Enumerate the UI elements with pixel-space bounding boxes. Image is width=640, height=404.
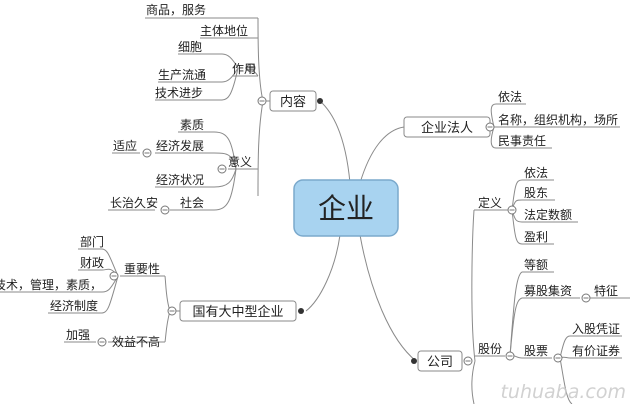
label-def-0: 依法 [524, 165, 548, 180]
label-meaning-1: 经济发展 [156, 138, 204, 153]
label-long-peace: 长治久安 [110, 195, 158, 210]
label-def-3: 盈利 [524, 230, 548, 244]
label-importance: 重要性 [124, 262, 160, 276]
link-center-company [359, 234, 417, 362]
collapse-dot-soe[interactable] [298, 308, 304, 314]
collapse-toggles[interactable] [97, 63, 591, 366]
node-soe-label: 国有大中型企业 [192, 304, 283, 320]
label-legal-0: 依法 [498, 89, 522, 104]
label-role: 作用 [232, 62, 256, 76]
label-main-status: 主体地位 [200, 23, 248, 38]
toggle-definition [507, 205, 517, 215]
label-raise: 募股集资 [524, 283, 572, 298]
label-importance-0: 部门 [80, 234, 104, 249]
toggle-econ-dev [142, 148, 152, 158]
soe-labels: 重要性 部门 财政 技术，管理，素质， 经济制度 效益不高 加强 [0, 234, 160, 349]
toggle-society [160, 205, 170, 215]
label-def-2: 法定数额 [524, 207, 572, 222]
label-meaning-3: 社会 [180, 195, 204, 210]
node-company-label: 公司 [427, 355, 453, 370]
label-importance-1: 财政 [80, 256, 104, 270]
label-meaning-0: 素质 [180, 118, 204, 132]
label-stock: 股票 [524, 344, 548, 358]
collapse-dot-company[interactable] [411, 358, 417, 364]
link-center-content [319, 100, 351, 184]
center-node[interactable]: 企业 [293, 179, 399, 237]
content-labels: 商品，服务 主体地位 作用 细胞 生产流通 技术进步 意义 素质 经济发展 经济… [110, 2, 256, 210]
label-def-1: 股东 [524, 186, 548, 200]
label-legal-2: 民事责任 [498, 134, 546, 148]
label-goods-services: 商品，服务 [146, 2, 206, 17]
label-stock-0: 入股凭证 [572, 321, 620, 336]
toggle-content [257, 96, 267, 106]
label-importance-3: 经济制度 [50, 298, 98, 313]
label-meaning: 意义 [228, 154, 252, 169]
label-feature: 特征 [594, 283, 618, 298]
label-definition: 定义 [478, 195, 502, 210]
label-role-2: 技术进步 [155, 86, 203, 100]
watermark: tuhuaba.com [500, 381, 626, 403]
node-content[interactable]: 内容 [269, 90, 317, 112]
node-legal-person[interactable]: 企业法人 [403, 116, 491, 138]
label-shares: 股份 [478, 342, 502, 356]
collapse-dot-content[interactable] [317, 98, 323, 104]
label-stock-1: 有价证券 [572, 343, 620, 358]
label-role-0: 细胞 [178, 40, 202, 54]
label-adapt: 适应 [113, 138, 137, 153]
label-importance-2: 技术，管理，素质， [0, 277, 102, 292]
link-content-spine-down [257, 100, 264, 197]
link-content-spine [257, 17, 264, 102]
toggle-company [463, 356, 473, 366]
link-center-legal [359, 126, 405, 184]
toggle-stock [553, 353, 563, 363]
toggle-importance [109, 271, 119, 281]
company-labels: 定义 依法 股东 法定数额 盈利 股份 等额 募股集资 特征 股票 入股凭证 有… [478, 165, 620, 358]
label-legal-1: 名称，组织机构，场所 [498, 112, 618, 127]
node-company[interactable]: 公司 [417, 350, 463, 372]
toggle-shares [505, 351, 515, 361]
connectors [0, 17, 630, 404]
toggle-efficiency [97, 337, 107, 347]
label-role-1: 生产流通 [158, 68, 206, 82]
label-efficiency: 效益不高 [112, 334, 160, 349]
toggle-meaning [217, 164, 227, 174]
toggle-raise [581, 293, 591, 303]
toggle-legal [485, 122, 495, 132]
toggle-soe-spine [167, 306, 177, 316]
center-label: 企业 [318, 192, 374, 225]
label-meaning-2: 经济状况 [156, 172, 204, 187]
label-equal: 等额 [524, 258, 548, 272]
node-soe[interactable]: 国有大中型企业 [179, 300, 297, 322]
node-legal-person-label: 企业法人 [421, 120, 473, 136]
link-center-soe [305, 234, 341, 312]
label-strengthen: 加强 [66, 328, 90, 342]
legal-labels: 依法 名称，组织机构，场所 民事责任 [498, 89, 618, 148]
toggle-role [246, 63, 256, 73]
node-content-label: 内容 [280, 94, 306, 110]
